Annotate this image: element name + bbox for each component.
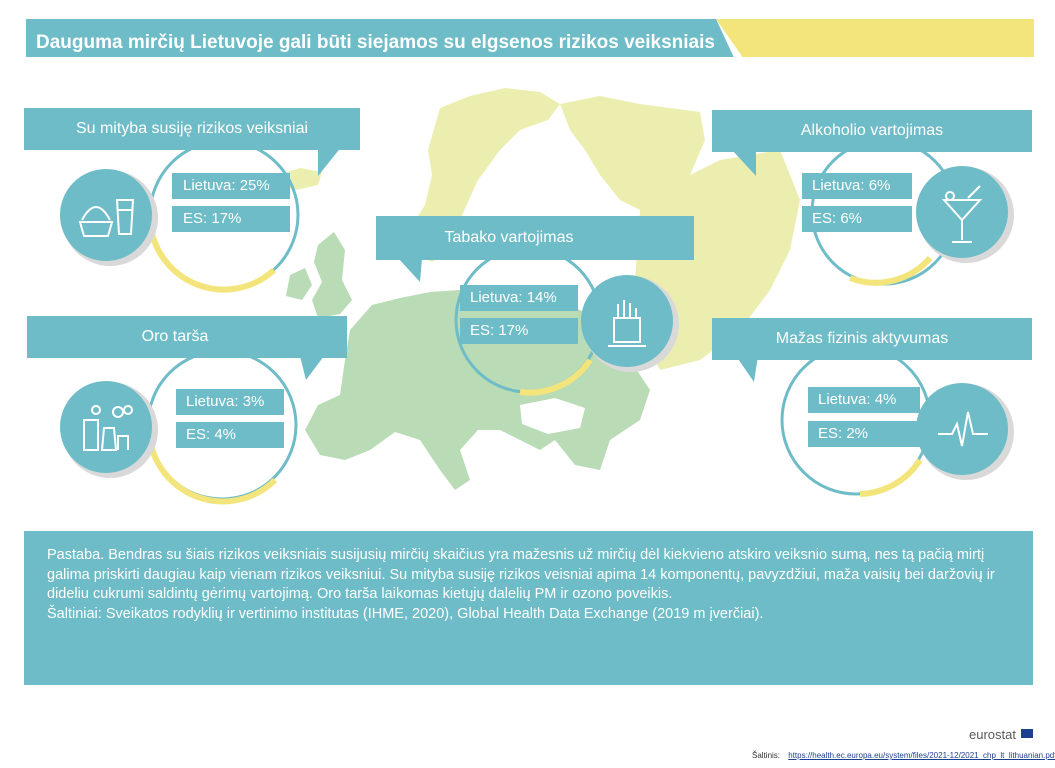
callout-alcohol: Alkoholio vartojimas xyxy=(712,110,1032,152)
factor-air-graphic xyxy=(60,349,298,505)
factor-label-air: Oro tarša xyxy=(141,328,209,345)
factor-label-diet: Su mityba susiję rizikos veiksniai xyxy=(75,120,309,137)
activity-eu-value: ES: 2% xyxy=(808,421,920,447)
factor-tobacco-graphic xyxy=(454,246,679,396)
diet-lt-value: Lietuva: 25% xyxy=(172,173,290,199)
alcohol-lt-value: Lietuva: 6% xyxy=(802,173,912,199)
factor-label-alcohol: Alkoholio vartojimas xyxy=(800,122,944,139)
callout-air: Oro tarša xyxy=(27,316,347,358)
eurostat-logo: eurostat xyxy=(969,727,1016,742)
sources-text: Šaltiniai: Sveikatos rodyklių ir vertini… xyxy=(47,605,764,622)
activity-lt-value: Lietuva: 4% xyxy=(808,387,920,413)
food-drink-icon xyxy=(78,199,135,237)
air-lt-value: Lietuva: 3% xyxy=(176,389,284,415)
air-eu-value: ES: 4% xyxy=(176,422,284,448)
callout-diet: Su mityba susiję rizikos veiksniai xyxy=(24,108,360,150)
tobacco-lt-value: Lietuva: 14% xyxy=(460,285,578,311)
diet-eu-value: ES: 17% xyxy=(172,206,290,232)
callout-tail-air xyxy=(300,356,324,380)
cigarettes-icon xyxy=(608,300,646,347)
activity-icon-circle xyxy=(916,383,1008,475)
eu-flag-icon xyxy=(1021,729,1033,738)
callout-tail-tobacco xyxy=(398,258,422,282)
factor-alcohol-graphic xyxy=(810,138,1014,286)
alcohol-eu-value: ES: 6% xyxy=(802,206,912,232)
page-title: Dauguma mirčių Lietuvoje gali būti sieja… xyxy=(36,32,715,53)
map-british-isles xyxy=(286,232,352,318)
factory-icon xyxy=(83,405,133,451)
note-text: Pastaba. Bendras su šiais rizikos veiksn… xyxy=(47,546,1015,624)
title-accent xyxy=(716,19,1034,57)
tobacco-eu-value: ES: 17% xyxy=(460,318,578,344)
map-black-sea xyxy=(520,398,585,434)
footer-label: Šaltinis: xyxy=(752,751,781,760)
note-box: Pastaba. Bendras su šiais rizikos veiksn… xyxy=(24,531,1033,685)
callout-tail-alcohol xyxy=(732,150,756,176)
title-bg xyxy=(26,19,734,57)
callout-tail-diet xyxy=(318,146,342,176)
footer-link[interactable]: https://health.ec.europa.eu/system/files… xyxy=(788,751,1055,760)
factor-activity-graphic xyxy=(780,344,1014,497)
footer-source: Šaltinis: https://health.ec.europa.eu/sy… xyxy=(752,751,1055,760)
map-scandinavia xyxy=(410,88,705,262)
alcohol-icon-circle xyxy=(916,166,1008,258)
note-body: Pastaba. Bendras su šiais rizikos veiksn… xyxy=(47,547,995,602)
cocktail-icon xyxy=(941,185,983,243)
heartbeat-icon xyxy=(938,411,988,447)
callout-activity: Mažas fizinis aktyvumas xyxy=(712,318,1032,360)
title-banner-shape xyxy=(26,19,1034,57)
callout-tail-activity xyxy=(736,356,758,382)
factor-label-tobacco: Tabako vartojimas xyxy=(444,229,574,246)
title-banner: Dauguma mirčių Lietuvoje gali būti sieja… xyxy=(26,19,1034,62)
factor-label-activity: Mažas fizinis aktyvumas xyxy=(775,330,949,347)
callout-tobacco: Tabako vartojimas xyxy=(376,216,694,260)
tobacco-icon-circle xyxy=(581,275,673,367)
